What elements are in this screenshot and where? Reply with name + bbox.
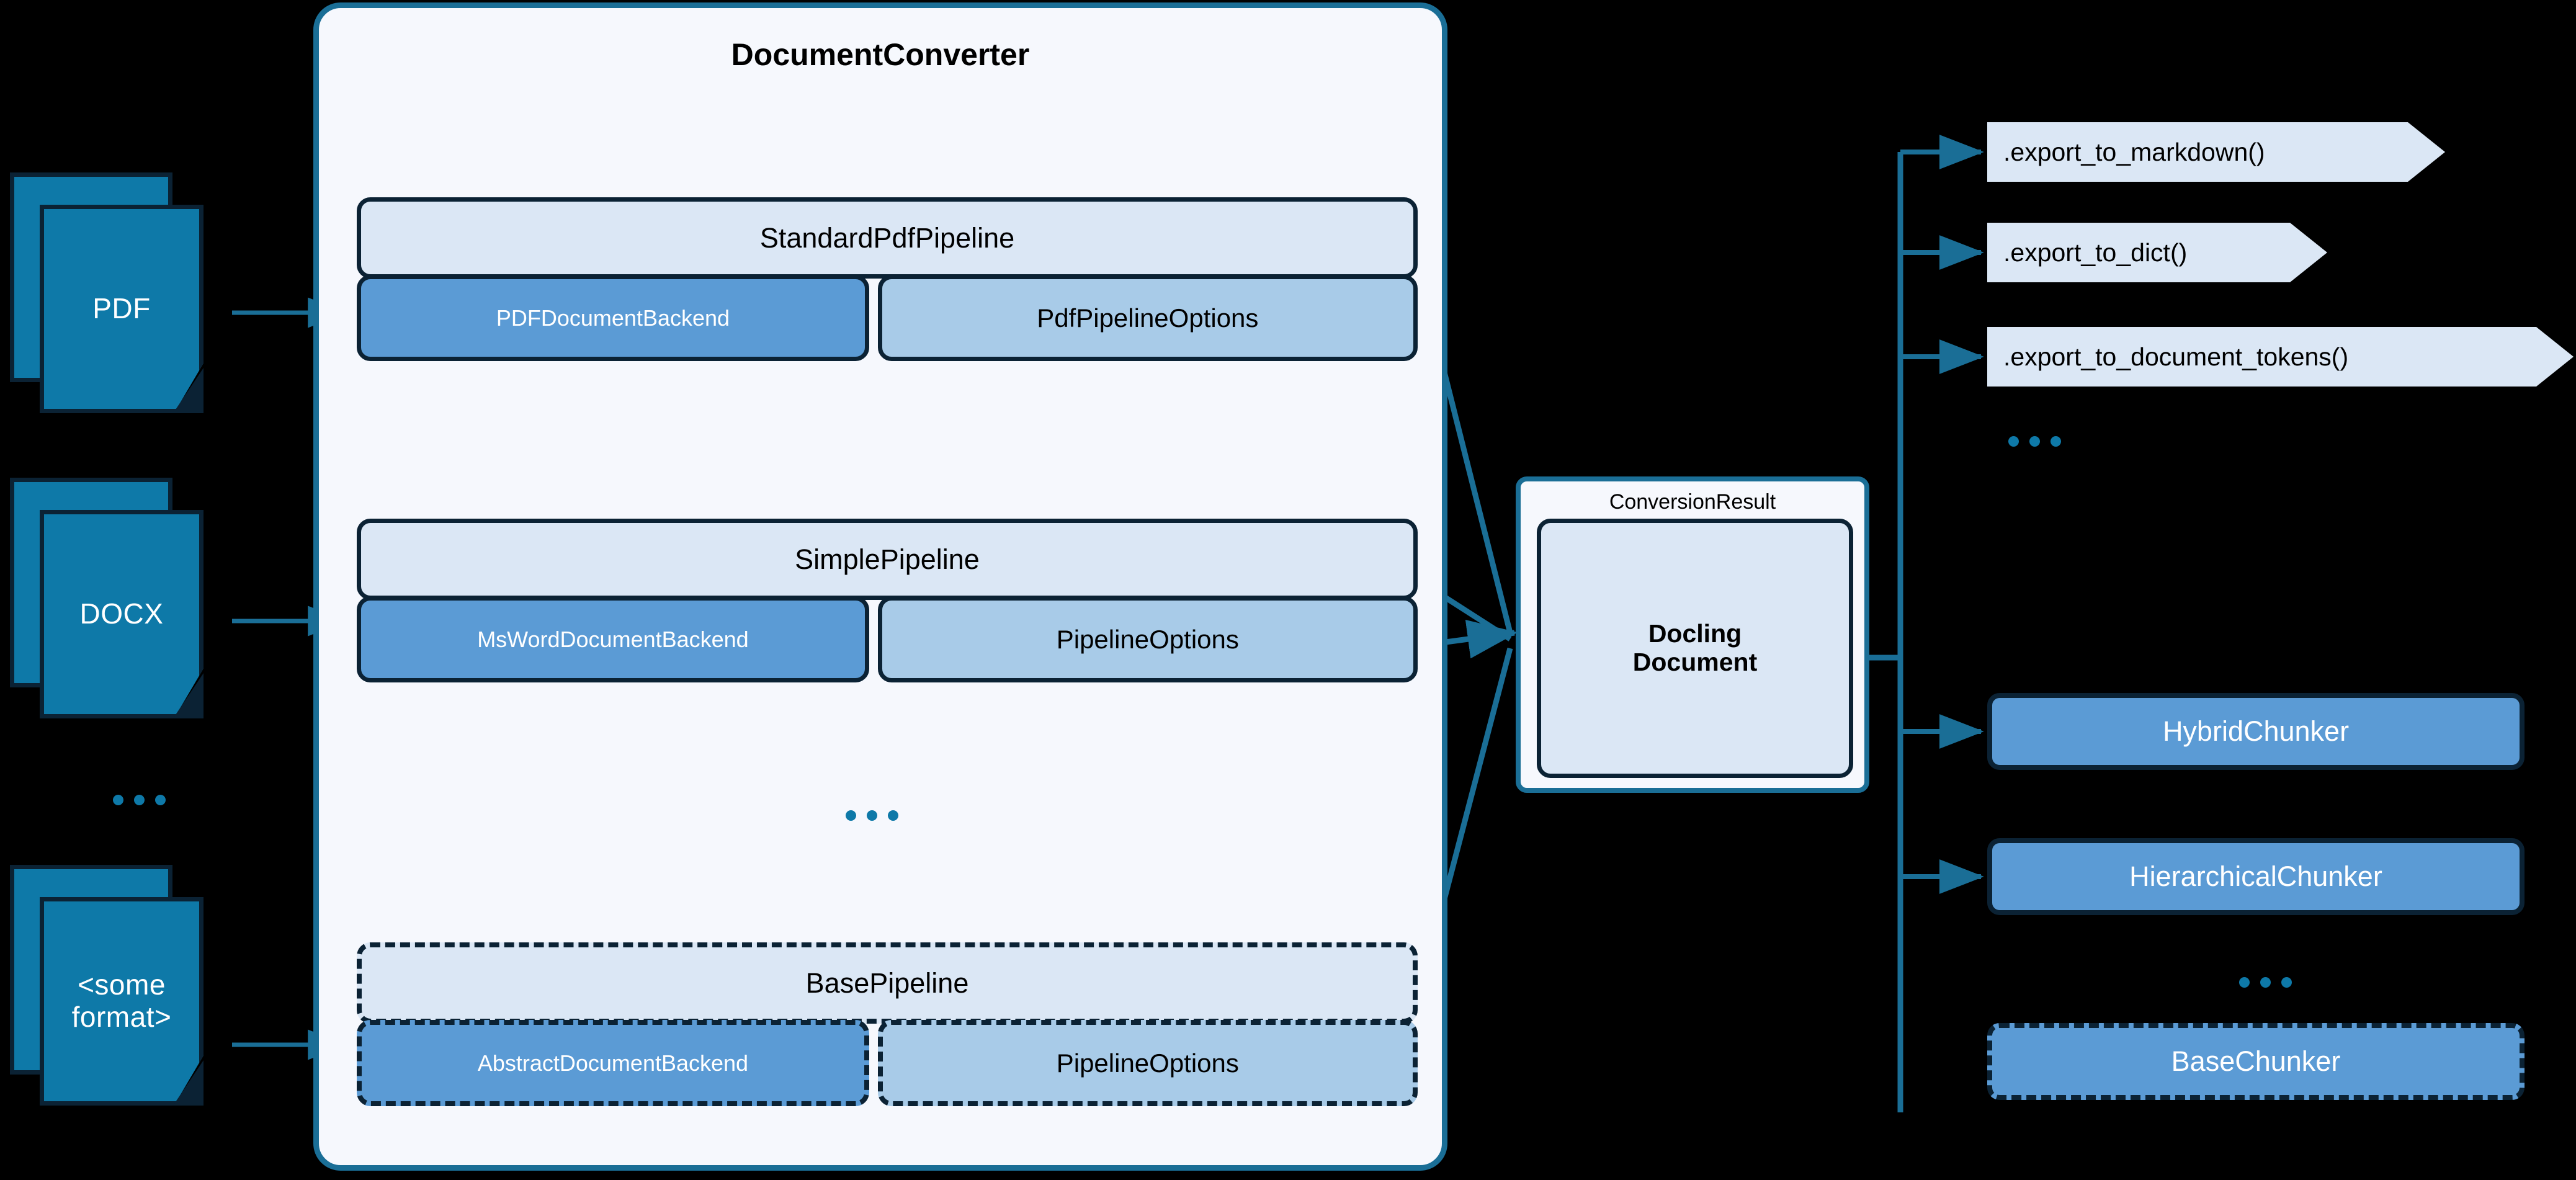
chunker-label: HybridChunker xyxy=(2162,715,2350,747)
input-docs-ellipsis xyxy=(113,795,166,805)
pipeline-group-standard-pdf[interactable]: StandardPdfPipeline PDFDocumentBackend P… xyxy=(357,197,1418,361)
input-doc-pdf[interactable]: PDF xyxy=(10,172,228,413)
export-to-document-tokens-chip[interactable]: .export_to_document_tokens() xyxy=(1987,327,2574,387)
backend-abstract-document[interactable]: AbstractDocumentBackend xyxy=(357,1020,869,1106)
input-doc-docx[interactable]: DOCX xyxy=(10,478,228,718)
wire-result-arrowhead xyxy=(1445,619,1518,659)
pipeline-row: PDFDocumentBackend PdfPipelineOptions xyxy=(357,275,1418,361)
conversion-result-panel[interactable]: ConversionResult Docling Document xyxy=(1516,476,1869,793)
pipeline-standard-pdf[interactable]: StandardPdfPipeline xyxy=(357,197,1418,279)
input-doc-label: <some format> xyxy=(71,968,172,1033)
pipeline-group-base[interactable]: BasePipeline AbstractDocumentBackend Pip… xyxy=(357,942,1418,1106)
export-to-dict-chip[interactable]: .export_to_dict() xyxy=(1987,223,2327,282)
pipeline-base[interactable]: BasePipeline xyxy=(357,942,1418,1024)
page-title: DocumentConverter xyxy=(731,37,1030,72)
document-converter-panel: DocumentConverter StandardPdfPipeline PD… xyxy=(313,2,1447,1171)
options-pipeline[interactable]: PipelineOptions xyxy=(877,596,1418,682)
chunker-hybrid[interactable]: HybridChunker xyxy=(1987,693,2525,770)
export-label: .export_to_document_tokens() xyxy=(2003,342,2349,371)
pipeline-simple[interactable]: SimplePipeline xyxy=(357,519,1418,600)
backend-pdf-document[interactable]: PDFDocumentBackend xyxy=(357,275,869,361)
chunker-label: HierarchicalChunker xyxy=(2129,860,2382,892)
doc-front-sheet: DOCX xyxy=(40,510,203,718)
exports-ellipsis xyxy=(2008,436,2061,447)
options-pdf-pipeline[interactable]: PdfPipelineOptions xyxy=(877,275,1418,361)
pipeline-group-simple[interactable]: SimplePipeline MsWordDocumentBackend Pip… xyxy=(357,519,1418,682)
chunker-base[interactable]: BaseChunker xyxy=(1987,1023,2525,1100)
export-label: .export_to_markdown() xyxy=(2003,137,2265,166)
options-pipeline[interactable]: PipelineOptions xyxy=(877,1020,1418,1106)
chunker-hierarchical[interactable]: HierarchicalChunker xyxy=(1987,838,2525,915)
conversion-result-label: ConversionResult xyxy=(1609,490,1776,514)
input-doc-label: DOCX xyxy=(79,597,164,630)
export-to-markdown-chip[interactable]: .export_to_markdown() xyxy=(1987,122,2445,182)
input-doc-some-format[interactable]: <some format> xyxy=(10,865,228,1125)
pipelines-ellipsis xyxy=(846,810,898,821)
docling-document-node[interactable]: Docling Document xyxy=(1537,519,1853,778)
doc-front-sheet: PDF xyxy=(40,205,203,413)
chunkers-ellipsis xyxy=(2239,977,2292,988)
backend-msword-document[interactable]: MsWordDocumentBackend xyxy=(357,596,869,682)
input-doc-label: PDF xyxy=(92,292,151,325)
doc-front-sheet: <some format> xyxy=(40,897,203,1106)
pipeline-row: AbstractDocumentBackend PipelineOptions xyxy=(357,1020,1418,1106)
chunker-label: BaseChunker xyxy=(2171,1045,2341,1077)
export-label: .export_to_dict() xyxy=(2003,238,2188,267)
pipeline-row: MsWordDocumentBackend PipelineOptions xyxy=(357,596,1418,682)
